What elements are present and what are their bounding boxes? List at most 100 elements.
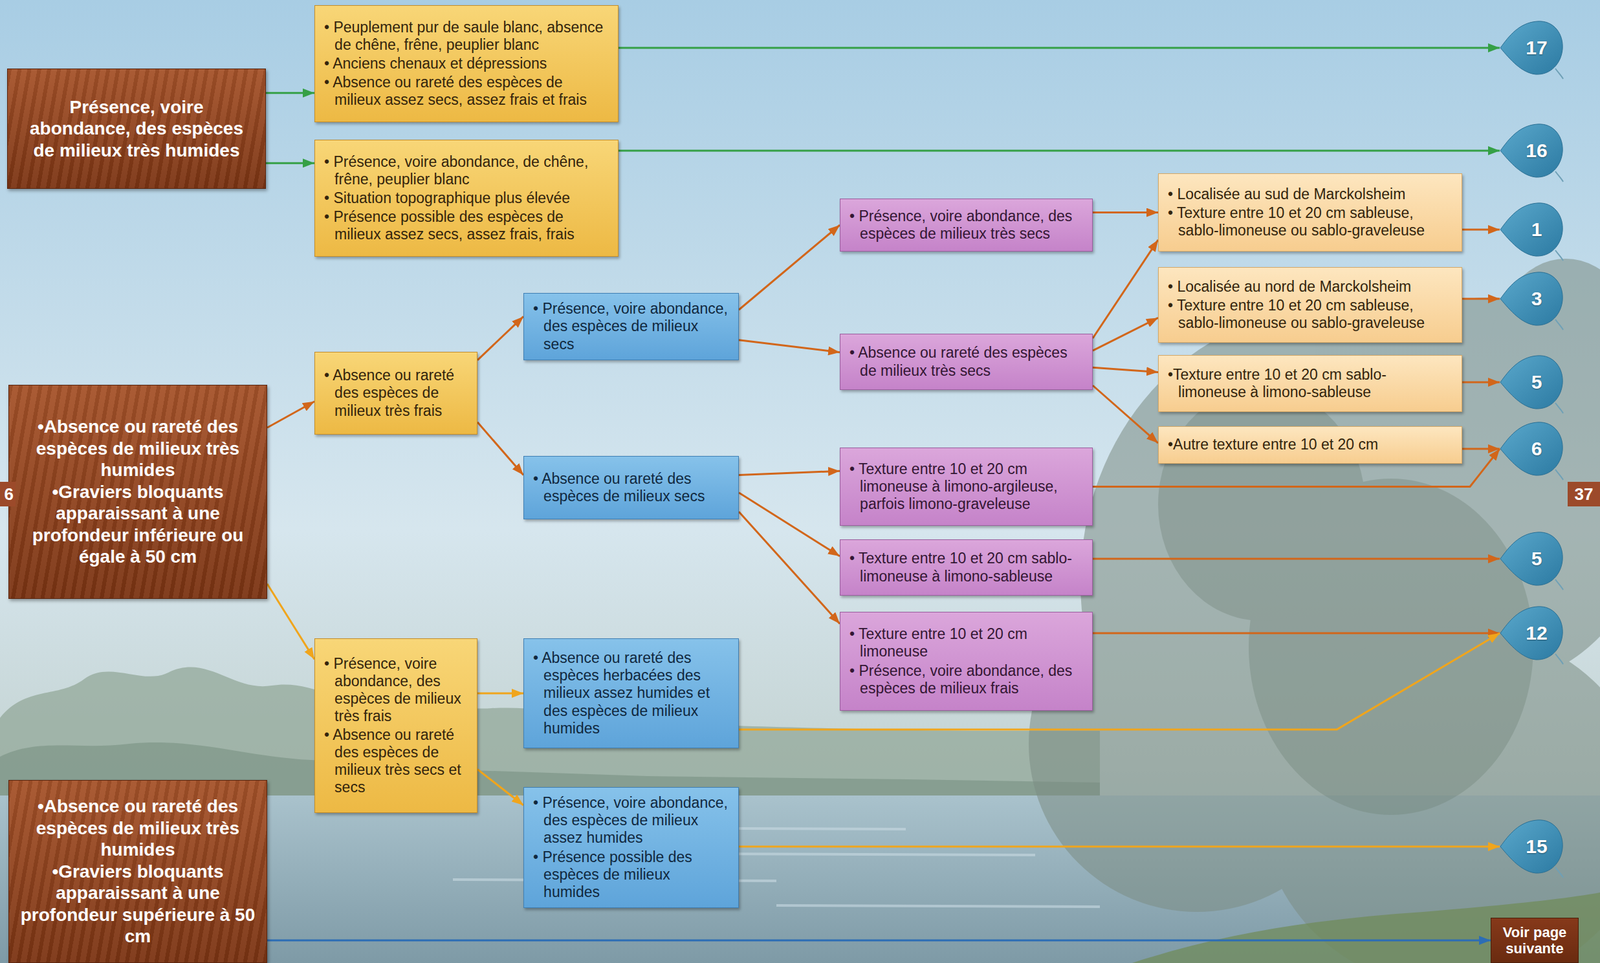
connector-arrow xyxy=(265,91,315,94)
leaf-stem xyxy=(1555,579,1564,591)
leaf-blade xyxy=(1500,124,1563,178)
box-text: • Texture entre 10 et 20 cm sablo-limone… xyxy=(849,549,1084,585)
connector-arrow xyxy=(267,401,315,428)
species-box: • Présence, voire abondance, des espèces… xyxy=(523,293,739,361)
box-text: • Absence ou rareté des espèces herbacée… xyxy=(533,649,730,738)
station-leaf: 17 xyxy=(1499,16,1565,79)
box-text: Présence, voire abondance, des espèces d… xyxy=(18,96,255,162)
box-text: •Graviers bloquants apparaissant à une p… xyxy=(19,861,257,948)
box-text: • Présence, voire abondance, des espèces… xyxy=(533,794,730,847)
station-number: 3 xyxy=(1522,287,1543,310)
station-leaf: 12 xyxy=(1499,602,1565,665)
station-number: 1 xyxy=(1522,218,1543,241)
connector-arrow xyxy=(1092,385,1159,444)
criteria-box: • Présence, voire abondance, de chêne, f… xyxy=(314,139,619,257)
box-text: • Absence ou rareté des espèces de milie… xyxy=(324,73,609,109)
station-number: 15 xyxy=(1516,835,1547,858)
box-text: • Présence, voire abondance, des espèces… xyxy=(324,655,468,726)
leaf-stem xyxy=(1555,250,1564,261)
connector-arrow xyxy=(477,316,524,360)
box-text: • Texture entre 10 et 20 cm sableuse, sa… xyxy=(1167,296,1453,332)
station-leaf: 5 xyxy=(1499,351,1565,414)
connector-arrow xyxy=(477,692,524,695)
leaf-blade xyxy=(1500,272,1563,326)
box-text: • Présence, voire abondance, de chêne, f… xyxy=(324,153,609,189)
page-number: 37 xyxy=(1567,482,1600,507)
leaf-blade xyxy=(1500,532,1563,586)
tree-shade xyxy=(1158,388,1534,816)
station-number: 5 xyxy=(1522,547,1543,570)
box-text: • Présence possible des espèces de milie… xyxy=(533,848,730,902)
box-text: •Absence ou rareté des espèces de milieu… xyxy=(19,795,257,862)
box-text: • Texture entre 10 et 20 cm limoneuse xyxy=(849,625,1084,661)
next-page-box: Voir page suivante xyxy=(1490,918,1579,963)
connector-arrow xyxy=(618,47,1500,50)
connector-arrow xyxy=(738,471,840,475)
leaf-blade xyxy=(1500,606,1563,660)
box-text: • Situation topographique plus élevée xyxy=(324,189,609,208)
connector-arrow xyxy=(738,846,1500,849)
box-text: • Localisée au nord de Marckolsheim xyxy=(1167,278,1453,296)
connector-arrow xyxy=(738,511,840,624)
box-text: • Présence possible des espèces de milie… xyxy=(324,208,609,244)
connector-arrow xyxy=(477,769,524,807)
connector-arrow xyxy=(1462,448,1500,451)
station-leaf: 16 xyxy=(1499,119,1565,182)
connector-arrow xyxy=(738,340,840,353)
connector-arrow xyxy=(267,940,1491,943)
big-tree xyxy=(1028,258,1600,963)
grass-bank xyxy=(1132,892,1600,963)
criteria-box: • Absence ou rareté des espèces de milie… xyxy=(314,351,478,435)
connector-arrow xyxy=(1462,298,1500,301)
station-number: 12 xyxy=(1516,622,1547,645)
texture-box: • Présence, voire abondance, des espèces… xyxy=(839,198,1093,252)
box-text: • Présence, voire abondance, des espèces… xyxy=(849,662,1084,698)
connector-arrow xyxy=(265,162,315,165)
texture-box: • Texture entre 10 et 20 cm limoneuse• P… xyxy=(839,612,1093,712)
texture-box: • Absence ou rareté des espèces de milie… xyxy=(839,333,1093,391)
box-text: • Absence ou rareté des espèces de milie… xyxy=(849,344,1084,380)
station-number: 6 xyxy=(1522,438,1543,461)
box-text: • Texture entre 10 et 20 cm limoneuse à … xyxy=(849,460,1084,514)
box-text: •Absence ou rareté des espèces de milieu… xyxy=(19,416,257,482)
box-text: • Absence ou rareté des espèces de milie… xyxy=(324,366,468,420)
station-number: 17 xyxy=(1516,36,1547,59)
connector-arrow xyxy=(1092,367,1159,373)
leaf-blade xyxy=(1500,355,1563,409)
connector-arrow xyxy=(1092,632,1500,635)
connector-arrow xyxy=(738,493,840,557)
connector-arrow xyxy=(1092,317,1159,351)
species-box: • Absence ou rareté des espèces herbacée… xyxy=(523,638,739,749)
leaf-blade xyxy=(1500,203,1563,257)
condition-box: •Absence ou rareté des espèces de milieu… xyxy=(8,384,268,600)
box-text: • Absence ou rareté des espèces de milie… xyxy=(533,470,730,506)
box-text: • Localisée au sud de Marckolsheim xyxy=(1167,185,1453,204)
leaf-stem xyxy=(1555,171,1564,182)
connector-arrow xyxy=(618,150,1500,153)
box-text: • Présence, voire abondance, des espèces… xyxy=(849,207,1084,243)
box-text: • Présence, voire abondance, des espèces… xyxy=(533,300,730,353)
connector-arrow xyxy=(267,584,315,660)
leaf-blade xyxy=(1500,820,1563,874)
leaf-stem xyxy=(1555,469,1564,481)
leaf-blade xyxy=(1500,21,1563,75)
connector-arrow xyxy=(1092,558,1500,561)
species-box: • Présence, voire abondance, des espèces… xyxy=(523,787,739,909)
connector-arrow xyxy=(1092,211,1159,214)
station-leaf: 6 xyxy=(1499,417,1565,481)
station-leaf: 5 xyxy=(1499,527,1565,591)
box-text: •Graviers bloquants apparaissant à une p… xyxy=(19,481,257,569)
criteria-box: • Peuplement pur de saule blanc, absence… xyxy=(314,5,619,123)
criteria-box: • Présence, voire abondance, des espèces… xyxy=(314,638,478,814)
connector-arrow xyxy=(477,422,524,476)
box-text: • Absence ou rareté des espèces de milie… xyxy=(324,726,468,798)
location-box: •Texture entre 10 et 20 cm sablo-limoneu… xyxy=(1158,355,1463,413)
leaf-stem xyxy=(1555,68,1564,79)
texture-box: • Texture entre 10 et 20 cm sablo-limone… xyxy=(839,539,1093,596)
station-number: 16 xyxy=(1516,139,1547,162)
texture-box: • Texture entre 10 et 20 cm limoneuse à … xyxy=(839,447,1093,527)
page-number: 6 xyxy=(0,482,16,507)
box-text: Voir page suivante xyxy=(1496,924,1573,958)
box-text: • Anciens chenaux et dépressions xyxy=(324,54,609,73)
connector-arrow xyxy=(738,225,840,310)
